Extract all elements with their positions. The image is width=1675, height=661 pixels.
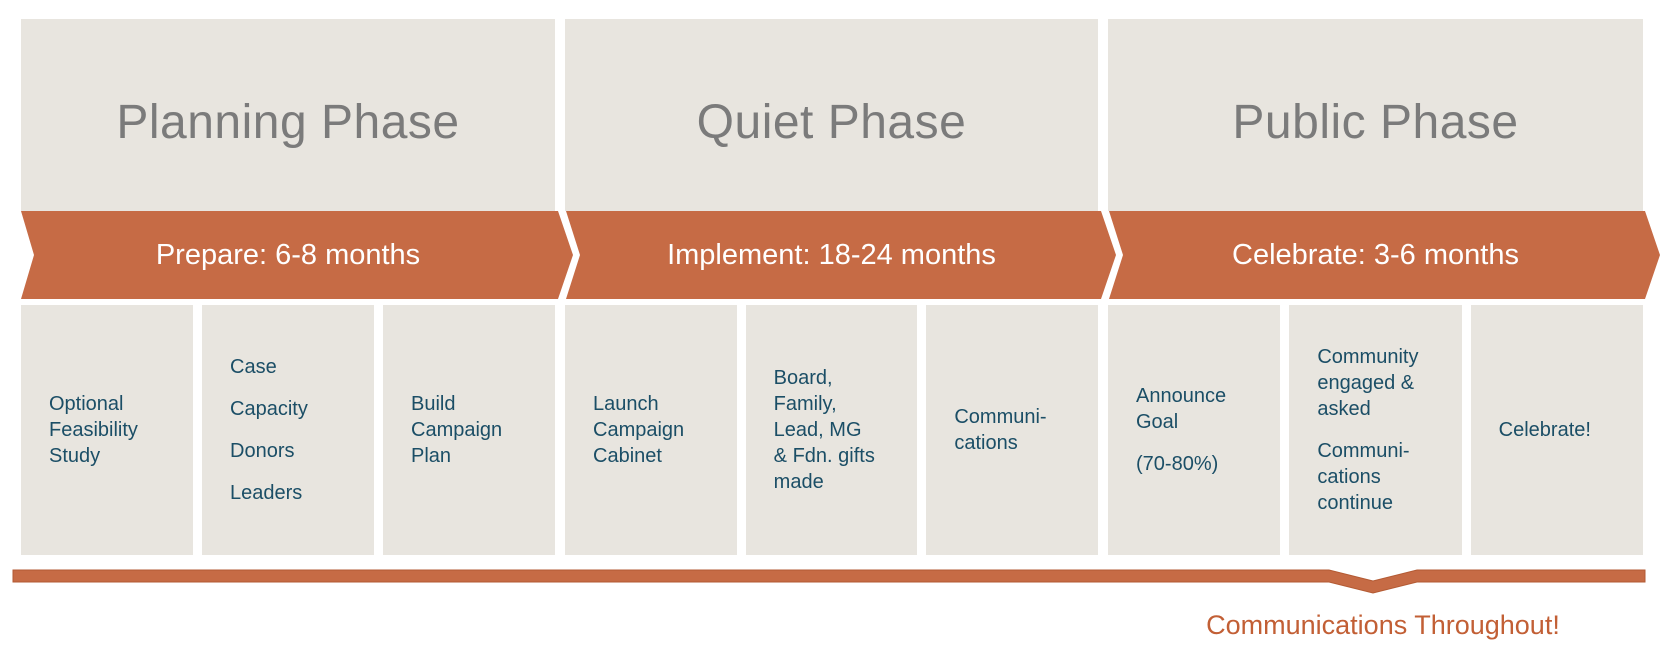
detail-text: Case — [230, 356, 277, 378]
footer-label: Communications Throughout! — [1206, 610, 1560, 640]
detail-box-gifts: Board, Family, Lead, MG & Fdn. gifts mad… — [745, 305, 918, 555]
detail-row-public: Announce Goal (70-80%) Community engaged… — [1108, 305, 1643, 555]
banner-label-prepare: Prepare: 6-8 months — [155, 238, 421, 271]
detail-box-case-capacity: Case Capacity Donors Leaders — [202, 305, 374, 555]
detail-text: (70-80%) — [1136, 453, 1219, 475]
phase-title-quiet: Quiet Phase — [696, 95, 967, 149]
detail-text: Announce Goal — [1136, 385, 1227, 433]
phase-title-planning: Planning Phase — [116, 95, 460, 149]
detail-row-planning: Optional Feasibility Study Case Capacity… — [21, 305, 555, 555]
detail-box-cabinet: Launch Campaign Cabinet — [565, 305, 737, 555]
arrow-shape-prepare — [21, 211, 573, 299]
detail-text: Leaders — [230, 482, 303, 504]
phase-header-planning: Planning Phase — [21, 19, 555, 211]
detail-box-community-engaged: Community engaged & asked Communi- catio… — [1289, 305, 1462, 555]
phase-arrow-ribbon — [21, 211, 1660, 299]
detail-row-quiet: Launch Campaign Cabinet Board, Family, L… — [565, 305, 1099, 555]
arrow-shape-celebrate — [1109, 211, 1660, 299]
detail-box-announce-goal: Announce Goal (70-80%) — [1108, 305, 1281, 555]
communications-timeline-bar — [12, 569, 1646, 594]
detail-box-celebrate: Celebrate! — [1470, 305, 1643, 555]
detail-text: Board, Family, Lead, MG & Fdn. gifts mad… — [773, 367, 875, 493]
detail-text: Optional Feasibility Study — [49, 393, 138, 467]
bracket-bar-shape — [12, 569, 1646, 594]
detail-text: Community engaged & asked — [1317, 346, 1419, 420]
detail-text: Donors — [230, 440, 295, 462]
detail-box-communications: Communi- cations — [926, 305, 1099, 555]
phase-header-quiet: Quiet Phase — [565, 19, 1098, 211]
detail-box-feasibility: Optional Feasibility Study — [21, 305, 193, 555]
detail-box-campaign-plan: Build Campaign Plan — [383, 305, 555, 555]
detail-text: Build Campaign Plan — [411, 393, 503, 467]
banner-label-celebrate: Celebrate: 3-6 months — [1232, 238, 1519, 271]
detail-text: Celebrate! — [1498, 419, 1591, 441]
detail-text: Capacity — [230, 398, 308, 420]
detail-text: Launch Campaign Cabinet — [593, 393, 685, 467]
detail-text: Communi- cations — [954, 406, 1047, 454]
arrow-shape-implement — [566, 211, 1116, 299]
phase-header-public: Public Phase — [1108, 19, 1643, 211]
banner-label-implement: Implement: 18-24 months — [667, 238, 996, 271]
phase-title-public: Public Phase — [1232, 95, 1519, 149]
detail-text: Communi- cations continue — [1317, 440, 1410, 514]
